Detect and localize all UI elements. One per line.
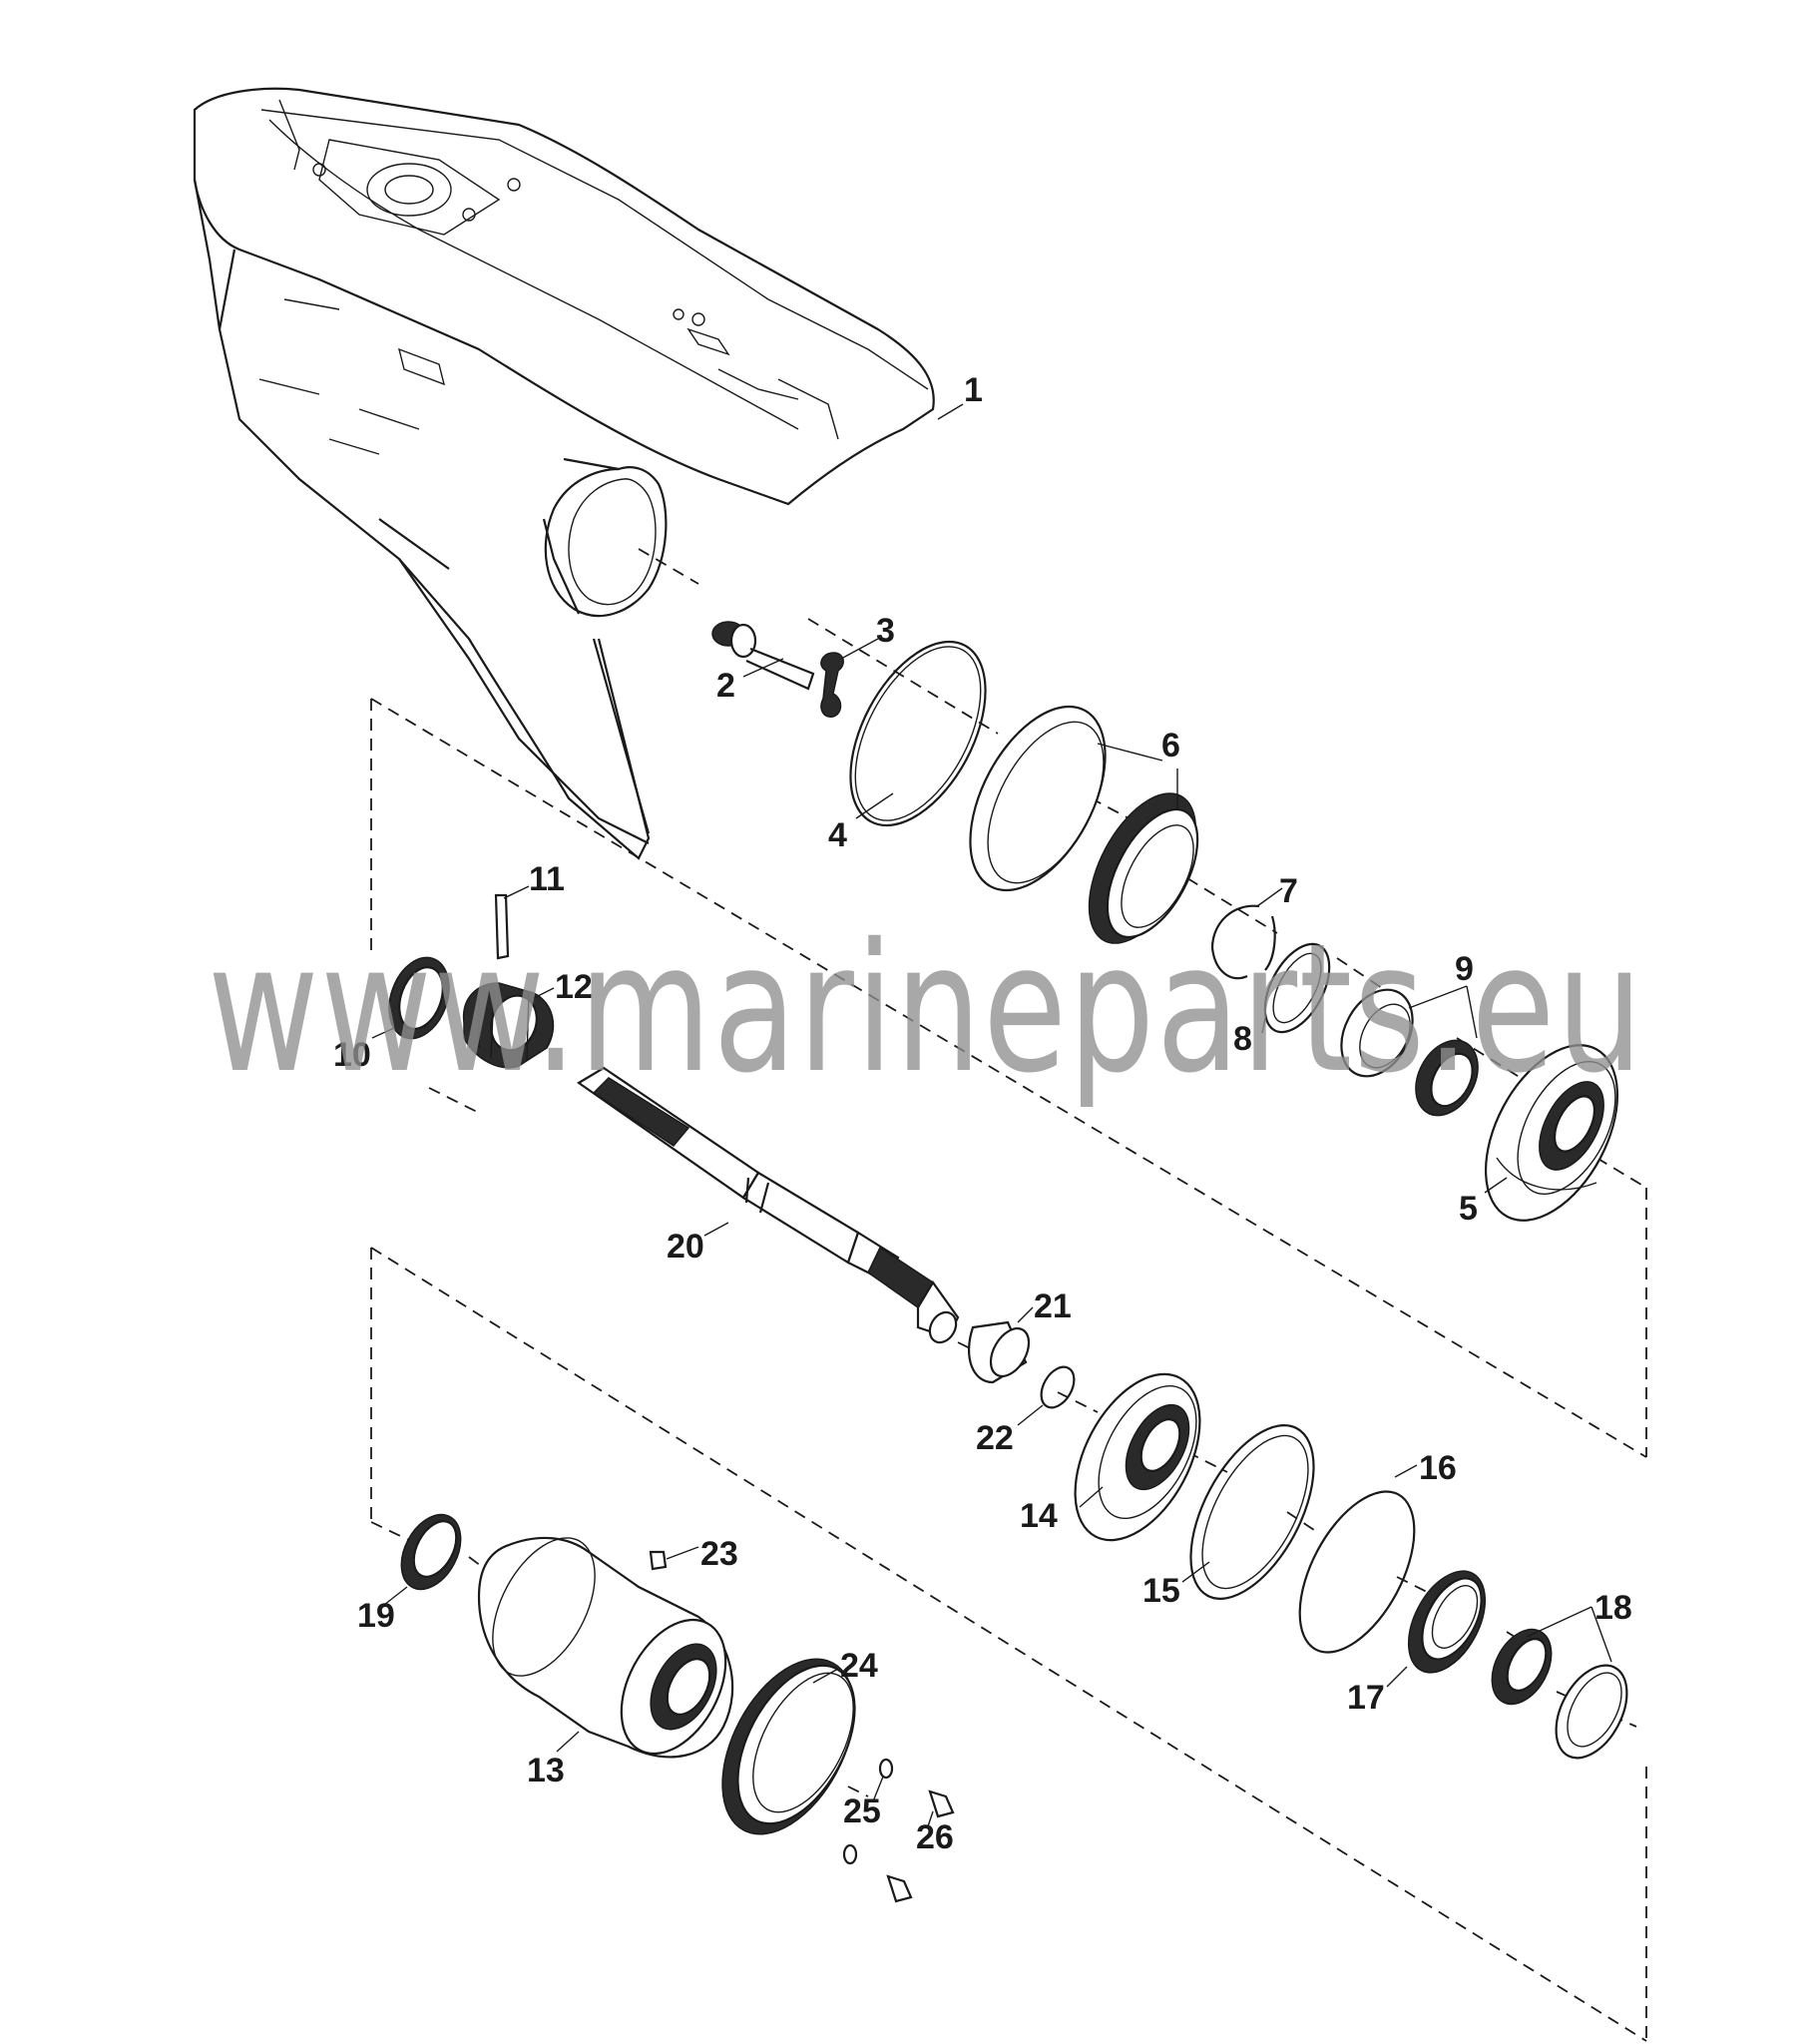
retainer-ring-drawing: [721, 1658, 856, 1835]
bolt-drawing: [886, 1789, 955, 1903]
alignment-pin-drawing: [649, 1550, 668, 1571]
clip-drawing: [820, 652, 844, 718]
part-label-5: 5: [1459, 1190, 1478, 1228]
part-label-21: 21: [1034, 1287, 1072, 1325]
part-label-19: 19: [357, 1597, 395, 1635]
retaining-ring-drawing: [1210, 904, 1276, 980]
part-label-20: 20: [667, 1228, 704, 1266]
part-label-18: 18: [1594, 1589, 1632, 1627]
part-label-8: 8: [1233, 1020, 1252, 1058]
part-label-16: 16: [1419, 1449, 1457, 1487]
part-label-4: 4: [828, 816, 847, 854]
watermark: www.marineparts.eu: [208, 905, 1644, 1112]
roller-bearing-drawing: [1407, 1570, 1487, 1674]
part-label-25: 25: [843, 1792, 881, 1830]
part-label-22: 22: [976, 1419, 1014, 1457]
small-o-ring-drawing: [1040, 1365, 1076, 1409]
part-label-10: 10: [333, 1036, 371, 1074]
part-label-26: 26: [916, 1818, 954, 1856]
part-label-13: 13: [527, 1752, 565, 1789]
spring-ring-drawing: [388, 956, 450, 1040]
part-label-14: 14: [1020, 1497, 1058, 1535]
gear-housing-drawing: [193, 87, 935, 860]
part-label-11: 11: [529, 860, 565, 898]
bearing-carrier-drawing: [477, 1536, 734, 1759]
bearing-set-drawing: [1491, 1628, 1628, 1760]
tapered-roller-bearing-drawing: [1340, 988, 1479, 1117]
forward-gear-bearing-set-drawing: [969, 705, 1199, 944]
cross-pin-drawing: [494, 893, 510, 960]
washer-drawing: [1263, 942, 1331, 1034]
forward-gear-drawing: [1484, 1044, 1619, 1222]
part-label-24: 24: [840, 1647, 878, 1685]
part-label-15: 15: [1142, 1572, 1180, 1610]
exploded-axis-lines: [370, 548, 1647, 2042]
o-ring-drawing: [1298, 1490, 1416, 1654]
shift-shaft-detent-drawing: [711, 621, 815, 691]
part-label-1: 1: [964, 371, 983, 409]
part-label-17: 17: [1347, 1679, 1385, 1717]
leader-lines: [371, 403, 1612, 1827]
thrust-ring-drawing: [1189, 1424, 1315, 1600]
sleeve-drawing: [968, 1320, 1031, 1384]
oil-seal-drawing: [400, 1513, 462, 1591]
o-ring-large-drawing: [849, 640, 987, 827]
reverse-gear-drawing: [1074, 1372, 1201, 1542]
part-label-7: 7: [1279, 872, 1298, 910]
part-label-3: 3: [876, 612, 895, 650]
part-labels: 1 2 3 4 5 6 7 8 9 10 11 12 13 14 15 16 1…: [333, 371, 1632, 1856]
part-label-23: 23: [700, 1535, 738, 1573]
part-label-2: 2: [716, 667, 735, 705]
clutch-drawing: [462, 982, 555, 1069]
part-label-9: 9: [1455, 950, 1474, 988]
part-label-12: 12: [555, 968, 593, 1006]
washer-small-drawing: [842, 1758, 894, 1865]
part-label-6: 6: [1161, 727, 1180, 765]
propeller-shaft-drawing: [576, 1066, 960, 1344]
